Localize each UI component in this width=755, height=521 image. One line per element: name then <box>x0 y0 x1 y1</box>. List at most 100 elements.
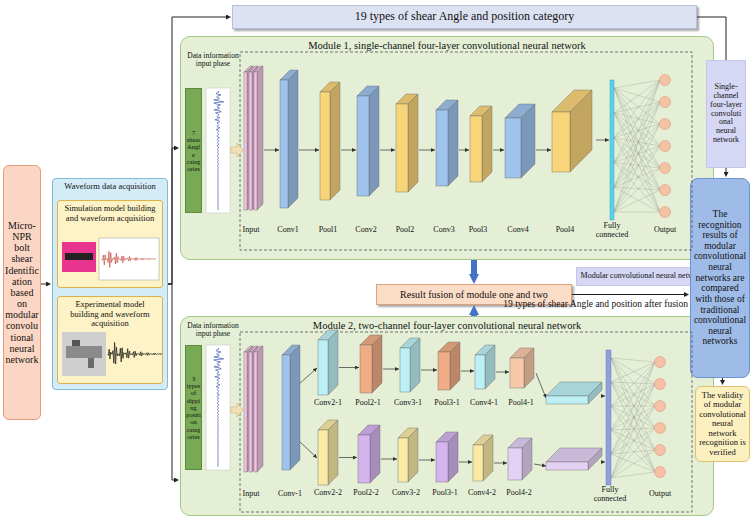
layer-block <box>510 348 534 388</box>
goal-box: Micro-NPR bolt shear Identification base… <box>3 165 41 420</box>
connector-arrow <box>41 284 46 285</box>
node-text: Experimental model building and waveform… <box>61 300 159 329</box>
flow-arrow <box>298 440 317 458</box>
node-text: Single-channel four-layer convolutional … <box>709 83 743 146</box>
connector-arrow <box>168 17 226 284</box>
flow-arrow <box>264 150 279 151</box>
module-box: Module 2, two-channel four-layer convolu… <box>180 316 714 516</box>
flow-arrow <box>461 371 474 372</box>
fully-connected-bar <box>606 350 611 485</box>
layer-block <box>398 428 418 482</box>
block-arrow <box>471 260 477 274</box>
waveform-thumbnail <box>206 345 230 470</box>
layer-block <box>360 335 382 393</box>
fully-connected-bar <box>610 80 614 220</box>
layer-block <box>436 432 458 482</box>
flow-arrow <box>596 140 609 141</box>
flow-arrow <box>536 373 546 398</box>
flow-arrow <box>383 369 399 370</box>
input-arrow <box>231 403 243 417</box>
node-text: Result fusion of module one and two <box>380 289 568 300</box>
flow-arrow <box>421 370 437 371</box>
flow-arrow <box>419 460 435 461</box>
layer-block <box>436 100 458 186</box>
dashed-frame <box>240 332 692 512</box>
experiment-photo <box>62 332 162 376</box>
process-box: Simulation model building and waveform a… <box>57 200 163 288</box>
flow-arrow <box>419 150 435 151</box>
flow-arrow <box>339 367 359 368</box>
layer-block <box>320 82 340 200</box>
connector-arrow <box>726 168 727 172</box>
process-box: The recognition results of modular convo… <box>690 178 750 378</box>
flow-arrow <box>459 150 469 151</box>
layer-block <box>400 338 420 392</box>
flow-arrow <box>381 459 397 460</box>
output-layer <box>611 357 666 479</box>
input-category-box: 7 shear Angle categories <box>185 88 202 213</box>
module-box: Module 1, single-channel four-layer conv… <box>180 36 714 260</box>
fusion-box: Result fusion of module one and two <box>376 284 572 305</box>
node-text: The recognition results of modular convo… <box>693 209 747 347</box>
layer-block <box>357 86 379 196</box>
layer-block <box>438 342 460 390</box>
node-text: Module 1, single-channel four-layer conv… <box>185 40 709 52</box>
layer-block <box>396 94 418 192</box>
flow-arrow <box>536 150 551 151</box>
tag-box: Single-channel four-layer convolutional … <box>706 60 746 168</box>
layer-block <box>470 106 492 182</box>
flow-arrow <box>493 150 504 151</box>
layer-block <box>473 435 493 481</box>
process-box: Experimental model building and waveform… <box>57 296 163 384</box>
layer-block <box>505 104 535 178</box>
connector-arrow <box>697 17 726 60</box>
connector-arrow <box>168 148 174 284</box>
flow-arrow <box>339 457 357 458</box>
node-text: 19 types of shear Angle and position cat… <box>237 10 692 23</box>
node-text: Micro-NPR bolt shear Identification base… <box>5 220 39 365</box>
flow-arrow <box>602 462 605 463</box>
connector-arrow <box>722 378 723 380</box>
layer-block <box>318 330 338 395</box>
node-text: 7 shear Angle categories <box>186 129 201 173</box>
layer-block <box>254 346 263 472</box>
layer-block <box>244 66 253 210</box>
layer-block <box>249 346 258 472</box>
flow-arrow <box>298 368 317 385</box>
flow-arrow <box>534 464 546 466</box>
connector-arrow <box>572 294 684 295</box>
flow-arrow <box>380 150 395 151</box>
simulation-model <box>62 238 159 280</box>
node-text: Waveform data acquisition <box>55 182 165 192</box>
node-text: 3 types of dipping position categories <box>186 375 201 440</box>
category-band: 19 types of shear Angle and position cat… <box>232 5 697 29</box>
layer-block <box>280 70 298 208</box>
node-text: Module 2, two-channel four-layer convolu… <box>185 320 709 332</box>
node-text: Simulation model building and waveform a… <box>61 204 159 223</box>
layer-block <box>508 438 532 480</box>
layer-block <box>552 90 592 172</box>
result-box: The validity of modular convolutional ne… <box>695 386 750 462</box>
input-arrow <box>231 143 243 157</box>
flow-arrow <box>494 463 507 464</box>
flow-arrow <box>496 372 509 373</box>
flow-arrow <box>341 150 356 151</box>
layer-block <box>282 345 300 470</box>
node-text: The validity of modular convolutional ne… <box>698 391 747 458</box>
flow-arrow <box>299 150 319 151</box>
layer-block <box>546 448 602 470</box>
layer-block <box>244 346 253 472</box>
layer-block <box>475 345 495 389</box>
layer-block <box>254 66 263 210</box>
layer-block <box>249 66 258 210</box>
flow-arrow <box>459 462 472 463</box>
output-layer <box>614 75 671 218</box>
flow-arrow <box>602 396 605 397</box>
block-arrow <box>471 315 477 316</box>
waveform-thumbnail <box>206 88 230 213</box>
layer-block <box>546 382 602 404</box>
layer-block <box>318 420 338 485</box>
connector-arrow <box>168 284 174 480</box>
